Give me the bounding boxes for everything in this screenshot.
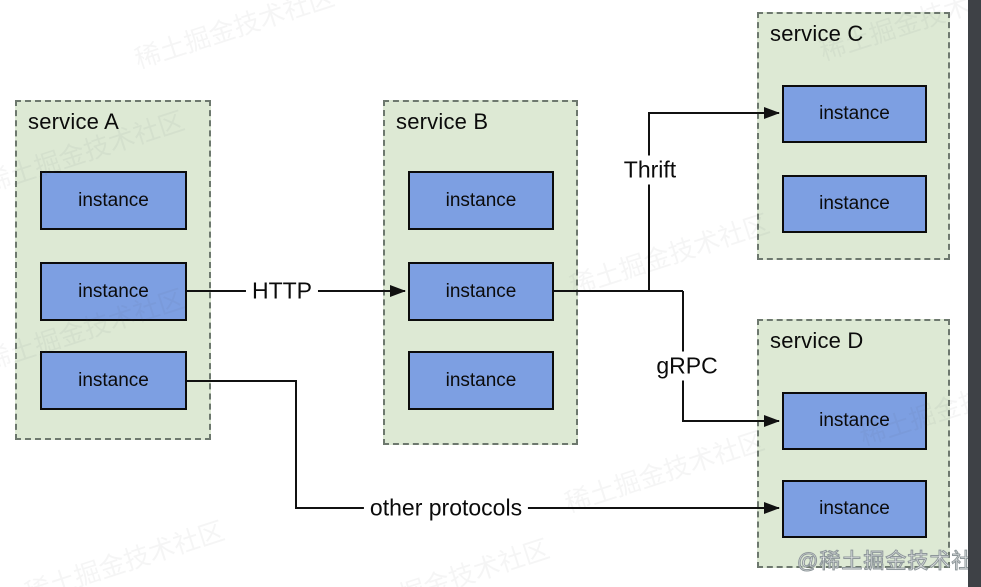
instance-label: instance: [445, 189, 517, 211]
edge-label-http: HTTP: [245, 276, 319, 306]
edge-label-grpc: gRPC: [650, 351, 724, 381]
service-a-instance-2: instance: [40, 262, 187, 321]
service-b-instance-3: instance: [408, 351, 554, 410]
service-a-instance-3: instance: [40, 351, 187, 410]
service-d-title: service D: [770, 328, 864, 353]
service-a-title: service A: [28, 109, 120, 134]
service-b-instance-2: instance: [408, 262, 554, 321]
instance-label: instance: [819, 498, 890, 519]
instance-label: instance: [78, 369, 149, 391]
instance-label: instance: [445, 369, 517, 391]
instance-label: instance: [78, 189, 149, 211]
service-b-instance-1: instance: [408, 171, 554, 230]
service-d-instance-2: instance: [782, 480, 927, 538]
edge-other-protocols-line: [187, 380, 780, 514]
edge-thrift-line: [648, 107, 780, 291]
instance-label: instance: [819, 410, 890, 431]
instance-label: instance: [445, 280, 517, 302]
service-c-instance-1: instance: [782, 85, 927, 143]
service-b-title: service B: [396, 109, 489, 134]
service-c-title: service C: [770, 21, 864, 46]
instance-label: instance: [819, 193, 890, 214]
instance-label: instance: [78, 280, 149, 302]
service-a-instance-1: instance: [40, 171, 187, 230]
service-d-instance-1: instance: [782, 392, 927, 450]
edge-label-other-protocols: other protocols: [363, 493, 529, 523]
watermark: @稀土掘金技术社区: [796, 550, 981, 574]
edge-label-thrift: Thrift: [617, 155, 683, 185]
service-c-instance-2: instance: [782, 175, 927, 233]
instance-label: instance: [819, 103, 890, 124]
edge-grpc-line: [682, 291, 780, 427]
right-edge-band: [968, 0, 981, 587]
